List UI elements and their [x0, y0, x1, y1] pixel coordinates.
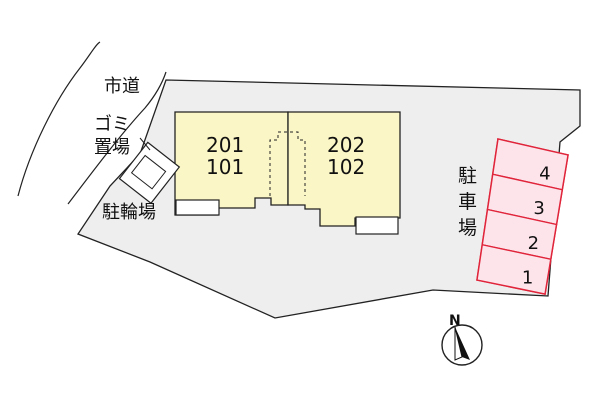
unit-101-label: 101 — [206, 155, 244, 179]
road-edge-right — [67, 71, 167, 205]
compass-north-label: N — [449, 313, 461, 329]
garbage-shed — [118, 141, 181, 205]
garbage-area-label-line1: ゴミ — [94, 114, 130, 135]
parking-label-char-1: 駐 — [458, 165, 477, 187]
interior-dashed-wall — [269, 131, 306, 196]
compass-needle-light — [454, 326, 463, 361]
north-compass: N — [441, 313, 483, 366]
parking-space-number-4: 4 — [539, 163, 550, 184]
parking-area: 4 3 2 1 — [476, 138, 569, 295]
unit-201-label: 201 — [206, 133, 244, 157]
garbage-leader-line — [139, 137, 151, 151]
parking-space-number-1: 1 — [522, 268, 533, 289]
unit-202-label: 202 — [327, 133, 365, 157]
annex-right — [355, 216, 399, 235]
road-label: 市道 — [104, 76, 140, 97]
parking-space-number-2: 2 — [528, 233, 539, 254]
compass-needle-dark — [455, 327, 470, 360]
building-right — [287, 111, 401, 227]
unit-102-label: 102 — [327, 155, 365, 179]
road-edge-left — [17, 41, 101, 197]
parking-label-char-2: 車 — [458, 191, 477, 213]
bicycle-parking-label: 駐輪場 — [102, 202, 156, 223]
parking-space-1 — [476, 243, 552, 295]
parking-space-number-3: 3 — [533, 198, 544, 219]
annex-left — [175, 199, 220, 216]
parking-label-char-3: 場 — [458, 217, 477, 239]
garbage-area-label-line2: 置場 — [94, 137, 130, 158]
